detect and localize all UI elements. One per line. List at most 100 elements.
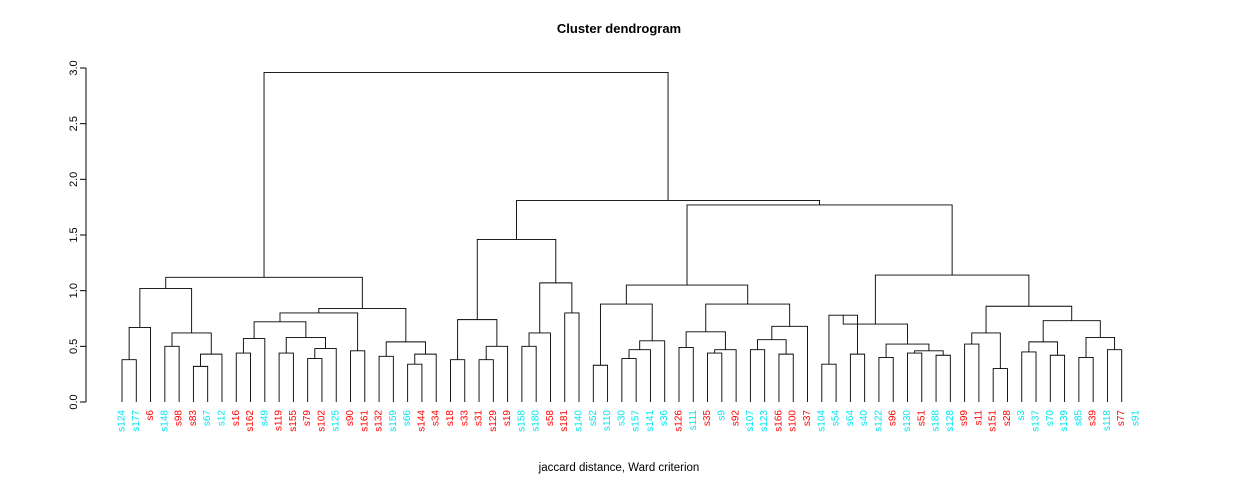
dendrogram-branch [378,355,394,402]
dendrogram-branch [914,350,944,356]
leaf-label[interactable]: s124 [117,410,128,432]
dendrogram-branch [842,315,908,345]
leaf-label[interactable]: s158 [516,410,527,432]
leaf-label[interactable]: s107 [745,410,756,432]
leaf-label[interactable]: s100 [788,410,799,432]
leaf-label[interactable]: s96 [888,410,899,427]
leaf-label[interactable]: s64 [845,410,856,427]
dendrogram-branch [407,363,423,402]
leaf-label[interactable]: s9 [716,410,727,421]
leaf-label[interactable]: s128 [945,410,956,432]
leaf-label[interactable]: s155 [288,410,299,432]
leaf-label[interactable]: s99 [959,410,970,427]
leaf-label[interactable]: s52 [588,410,599,427]
leaf-label[interactable]: s125 [331,410,342,432]
leaf-label[interactable]: s91 [1131,410,1142,427]
leaf-label[interactable]: s79 [302,410,313,427]
dendrogram-branch [707,352,723,402]
leaf-label[interactable]: s111 [688,410,699,431]
leaf-label[interactable]: s40 [859,410,870,427]
leaf-label[interactable]: s51 [916,410,927,427]
leaf-label[interactable]: s157 [631,410,642,432]
dendrogram-branch [992,368,1008,402]
dendrogram-branch [935,354,951,402]
dendrogram-branch [878,357,894,402]
leaf-label[interactable]: s119 [274,410,285,431]
leaf-label[interactable]: s140 [574,410,585,432]
dendrogram-branch [314,348,337,402]
leaf-label[interactable]: s148 [159,410,170,432]
dendrogram-branch [849,353,866,402]
leaf-label[interactable]: s70 [1045,410,1056,427]
leaf-label[interactable]: s36 [659,410,670,427]
leaf-label[interactable]: s35 [702,410,713,427]
leaf-label[interactable]: s54 [831,410,842,427]
leaf-label[interactable]: s16 [231,410,242,427]
leaf-label[interactable]: s67 [202,410,213,427]
dendrogram-branch [1021,351,1037,402]
leaf-label[interactable]: s11 [973,410,984,426]
leaf-label[interactable]: s92 [731,410,742,427]
leaf-label[interactable]: s77 [1116,410,1127,427]
leaf-label[interactable]: s66 [402,410,413,427]
dendrogram-branch [1085,336,1116,358]
leaf-label[interactable]: s129 [488,410,499,432]
leaf-label[interactable]: s33 [459,410,470,427]
leaf-label[interactable]: s132 [374,410,385,432]
dendrogram-branch [318,308,407,342]
dendrogram-branch [628,349,651,402]
leaf-label[interactable]: s28 [1002,410,1013,427]
leaf-label[interactable]: s123 [759,410,770,432]
leaf-label[interactable]: s122 [873,410,884,432]
dendrogram-branch [128,326,152,402]
leaf-label[interactable]: s58 [545,410,556,427]
leaf-label[interactable]: s30 [616,410,627,427]
leaf-label[interactable]: s39 [1088,410,1099,427]
leaf-label[interactable]: s34 [431,410,442,427]
dendrogram-branch [121,359,137,402]
leaf-label[interactable]: s181 [559,410,570,432]
leaf-label[interactable]: s137 [1031,410,1042,432]
dendrogram-branch [285,336,326,354]
leaf-label[interactable]: s18 [445,410,456,427]
dendrogram-branch [139,287,193,333]
leaf-label[interactable]: s98 [174,410,185,427]
leaf-label[interactable]: s49 [259,410,270,427]
dendrogram-branch [192,365,209,402]
leaf-label[interactable]: s144 [416,410,427,432]
leaf-label[interactable]: s12 [216,410,227,427]
leaf-label[interactable]: s37 [802,410,813,427]
leaf-label[interactable]: s85 [1073,410,1084,427]
y-axis: 0.00.51.01.52.02.53.0 [68,60,87,410]
leaf-label[interactable]: s151 [988,410,999,432]
leaf-label[interactable]: s159 [388,410,399,432]
leaf-label[interactable]: s83 [188,410,199,427]
leaf-label[interactable]: s161 [359,410,370,432]
leaf-label[interactable]: s162 [245,410,256,432]
leaf-label[interactable]: s130 [902,410,913,432]
leaf-label[interactable]: s141 [645,410,656,432]
leaf-label[interactable]: s31 [474,410,485,427]
dendrogram-branch [757,339,787,355]
leaf-label[interactable]: s6 [145,410,156,421]
leaf-label[interactable]: s104 [816,410,827,432]
dendrogram-branch [705,303,791,332]
leaf-label[interactable]: s126 [673,410,684,432]
leaf-label[interactable]: s139 [1059,410,1070,432]
leaf-label[interactable]: s90 [345,410,356,427]
leaf-label[interactable]: s177 [131,410,142,432]
leaf-label[interactable]: s188 [931,410,942,432]
y-axis-tick-label: 0.0 [68,394,80,409]
dendrogram-branch [450,359,466,402]
leaf-label[interactable]: s19 [502,410,513,427]
dendrogram-branch [971,332,1001,369]
leaf-label[interactable]: s3 [1016,410,1027,421]
page-title: Cluster dendrogram [557,21,681,36]
leaf-label[interactable]: s180 [531,410,542,432]
leaf-label[interactable]: s102 [316,410,327,432]
leaf-label[interactable]: s118 [1102,410,1113,431]
dendrogram-branch [521,345,537,402]
leaf-label[interactable]: s166 [773,410,784,432]
dendrogram-branch [414,353,437,402]
leaf-label[interactable]: s110 [602,410,613,431]
